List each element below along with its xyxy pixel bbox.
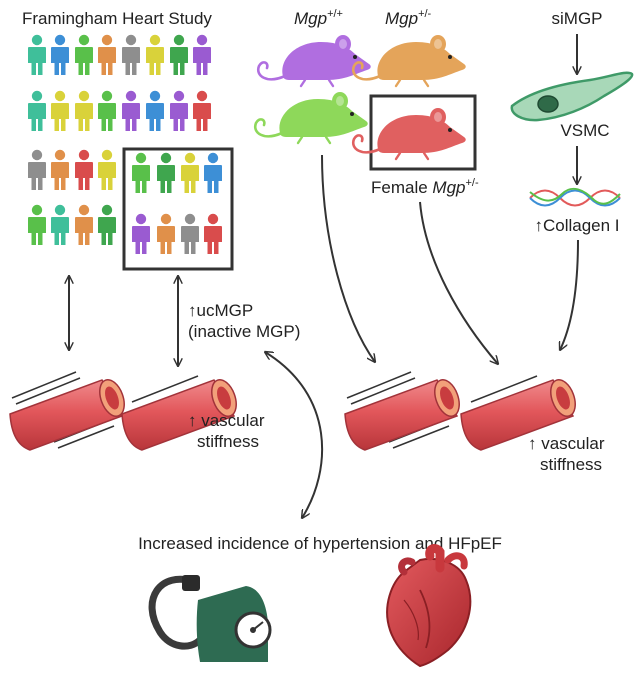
person-icon bbox=[51, 204, 69, 245]
person-icon bbox=[98, 90, 116, 131]
person-icon bbox=[75, 34, 93, 75]
person-icon bbox=[181, 152, 199, 193]
person-icon bbox=[51, 34, 69, 75]
arrow-collagen-to-stiff-artery bbox=[560, 239, 579, 350]
person-icon bbox=[157, 213, 175, 254]
double-arrow-ucmgp-to-outcome bbox=[265, 352, 324, 518]
arrow-female-mice-to-stiff-artery bbox=[419, 201, 498, 364]
blood-pressure-cuff-icon bbox=[148, 575, 272, 662]
person-icon bbox=[170, 90, 188, 131]
stiffness-right-line1: ↑ vascular bbox=[528, 434, 605, 453]
person-icon bbox=[157, 152, 175, 193]
female-mgp-label: Female Mgp+/- bbox=[371, 177, 479, 197]
mouse-icon-het bbox=[351, 33, 468, 88]
artery-icon-right-stiff bbox=[460, 375, 576, 451]
artery-icon-left-pulsing bbox=[9, 371, 125, 451]
inactive-mgp-label: (inactive MGP) bbox=[188, 322, 300, 341]
simgp-label: siMGP bbox=[552, 9, 603, 28]
arrow-wt-mice-to-artery bbox=[321, 154, 375, 362]
vsmc-cell-icon bbox=[510, 71, 634, 122]
vsmc-label: VSMC bbox=[560, 121, 609, 140]
person-icon bbox=[98, 149, 116, 190]
person-icon bbox=[75, 204, 93, 245]
person-icon bbox=[28, 149, 46, 190]
mgp-wt-label: Mgp+/+ bbox=[294, 8, 343, 28]
person-icon bbox=[132, 213, 150, 254]
subgroup-highlight-box bbox=[122, 147, 234, 271]
person-icon bbox=[170, 34, 188, 75]
person-icon bbox=[122, 90, 140, 131]
person-icon bbox=[193, 34, 211, 75]
person-icon bbox=[75, 90, 93, 131]
person-icon bbox=[204, 213, 222, 254]
person-icon bbox=[98, 34, 116, 75]
person-icon bbox=[28, 90, 46, 131]
stiffness-left-line1: ↑ vascular bbox=[188, 411, 265, 430]
study-title: Framingham Heart Study bbox=[22, 9, 212, 28]
stiffness-right-line2: stiffness bbox=[540, 455, 602, 474]
mgp-het-label: Mgp+/- bbox=[385, 8, 432, 28]
person-icon bbox=[75, 149, 93, 190]
person-icon bbox=[51, 149, 69, 190]
artery-icon-right-pulsing bbox=[344, 371, 460, 451]
heart-icon bbox=[386, 544, 472, 668]
person-icon bbox=[28, 204, 46, 245]
person-icon bbox=[193, 90, 211, 131]
person-icon bbox=[146, 90, 164, 131]
stiffness-left-line2: stiffness bbox=[197, 432, 259, 451]
collagen-helix-icon bbox=[529, 187, 621, 207]
female-mouse-box bbox=[369, 94, 477, 171]
person-icon bbox=[204, 152, 222, 193]
person-icon bbox=[28, 34, 46, 75]
person-icon bbox=[51, 90, 69, 131]
person-icon bbox=[181, 213, 199, 254]
collagen-label: ↑Collagen I bbox=[534, 216, 619, 235]
outcome-label: Increased incidence of hypertension and … bbox=[138, 534, 502, 553]
person-icon bbox=[132, 152, 150, 193]
mouse-icon-wt-green bbox=[253, 90, 370, 145]
mouse-icon-wt-purple bbox=[256, 33, 373, 88]
person-icon bbox=[146, 34, 164, 75]
person-icon bbox=[98, 204, 116, 245]
artery-icon-left-stiff bbox=[121, 375, 237, 451]
person-icon bbox=[122, 34, 140, 75]
ucmgp-label: ↑ucMGP bbox=[188, 301, 253, 320]
